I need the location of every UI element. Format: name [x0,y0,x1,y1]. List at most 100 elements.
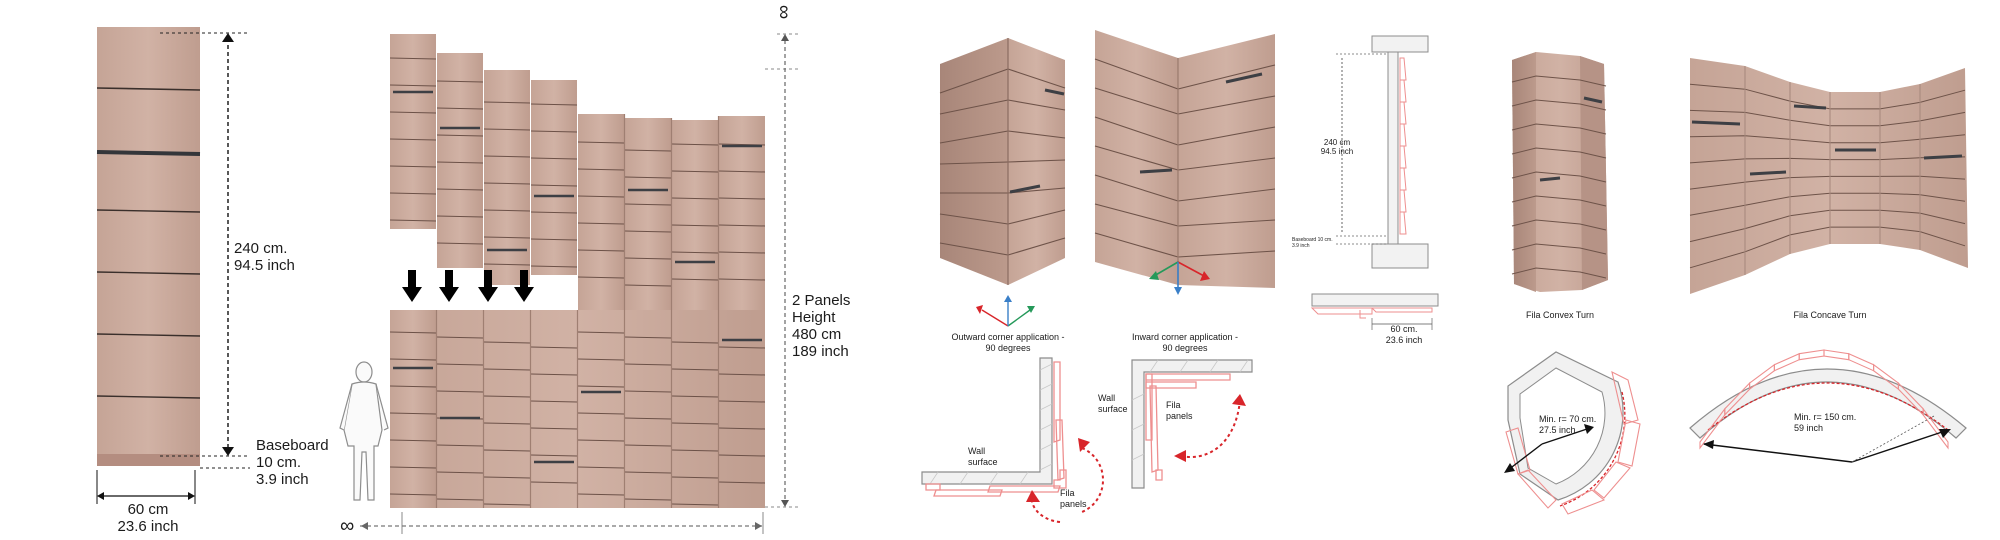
panel-seam [577,249,625,252]
panel-seam [1094,145,1179,171]
panel-slot [1225,72,1263,84]
arrow-head-icon [1078,438,1090,452]
outward-corner-caption: Outward corner application - 90 degrees [951,332,1065,353]
panel-seam [1511,219,1607,231]
panel-seam [483,101,531,104]
panel-seam [483,236,531,239]
panel-seam [718,454,766,457]
panel-seam [671,278,719,281]
panel-seam [530,211,578,214]
panel-width-label: 60 cm 23.6 inch [117,501,179,535]
panel-seam [671,503,719,506]
panel-slot [1009,184,1041,194]
panel-seam [577,222,625,225]
panel-seam [530,103,578,106]
panel-seam [624,363,672,366]
wall-section [1131,359,1253,489]
panel-seam [939,161,1009,165]
arrow-head-icon [1174,287,1182,295]
arrow-up-icon [781,34,789,41]
panel-seam [389,331,437,334]
axis-arrow-red [981,309,1009,327]
panel-seam [624,336,672,339]
fila-panels-label: Fila panels [1060,488,1087,509]
arrow-head-icon [1174,450,1186,462]
concave-turn-plan [1689,349,1967,463]
panel-outline [1145,373,1231,481]
panel-seam [436,336,484,339]
upper-panel [625,118,671,310]
panel-profile [1399,57,1407,235]
panel-slot [1539,176,1561,182]
panel-seam [389,493,437,496]
section-width-label: 60 cm. 23.6 inch [1385,324,1423,345]
panel-seam [1094,87,1179,115]
panel-seam [483,182,531,185]
section-height-label: 240 cm 94.5 inch [1320,138,1354,156]
panel-slot [1749,170,1787,176]
panel-seam [530,157,578,160]
panel-seam [624,284,672,287]
arrow-head-icon [1232,394,1246,406]
convex-facet [1580,56,1608,290]
panel-seam [389,412,437,415]
panel-slot [1044,88,1065,96]
radius-arc [1559,391,1626,507]
panel-seam [624,257,672,260]
panel-seam [624,390,672,393]
arrow-right-icon [755,522,762,530]
panel-seam [671,368,719,371]
panel-seam [718,197,766,200]
section-baseboard-label: Baseboard 10 cm. 3.9 inch [1292,237,1333,249]
panel-seam [1177,64,1276,90]
panel-seam [436,80,484,83]
panel-seam [389,111,437,114]
panel-seam [530,454,578,457]
panel-slot [1691,120,1741,126]
upper-panel [578,114,624,310]
panel-seam [577,141,625,144]
panel-seam [671,449,719,452]
panel-seam [96,271,201,275]
panel-seam [483,155,531,158]
panel-seams [939,68,1066,256]
panel-outline-segment [1773,352,1800,372]
arrow-head-icon [1504,463,1515,473]
down-arrow-icon [439,270,459,302]
panel-seam [577,439,625,442]
panel-seam [939,130,1009,144]
panel-seam [1007,68,1066,89]
axis-arrow-red [1177,261,1205,277]
panel-seam [1511,147,1607,159]
panel-seam [436,107,484,110]
radius-line [1703,443,1853,463]
panel-seam [436,471,484,474]
upper-panel [672,120,718,310]
panel-slot [1793,104,1827,110]
panel-seam [483,395,531,398]
panel-seam [483,503,531,506]
panel-seams [1094,58,1276,258]
panel-slot [1923,154,1963,160]
panel-outline [1505,370,1641,515]
panel-seam [1511,267,1607,279]
panel-seam [436,498,484,501]
panel-seam [577,168,625,171]
panel-seam [483,476,531,479]
convex-turn-render [1511,52,1608,292]
panel-face-left [940,38,1008,285]
panel-seam [389,165,437,168]
panel-profile-segment [1399,123,1407,147]
panel-seam [483,209,531,212]
down-arrow-icon [402,270,422,302]
panel-seam [389,84,437,87]
inward-corner-plan [1131,359,1253,489]
panel-seam [1177,188,1276,202]
panel-seam [1094,203,1179,227]
panel-seam [436,363,484,366]
panel-seam [1094,58,1179,90]
outward-corner-plan [921,357,1104,523]
arrow-right-icon [188,492,195,500]
convex-turn-plan [1504,351,1641,515]
panel-profile-segment [1399,101,1407,125]
